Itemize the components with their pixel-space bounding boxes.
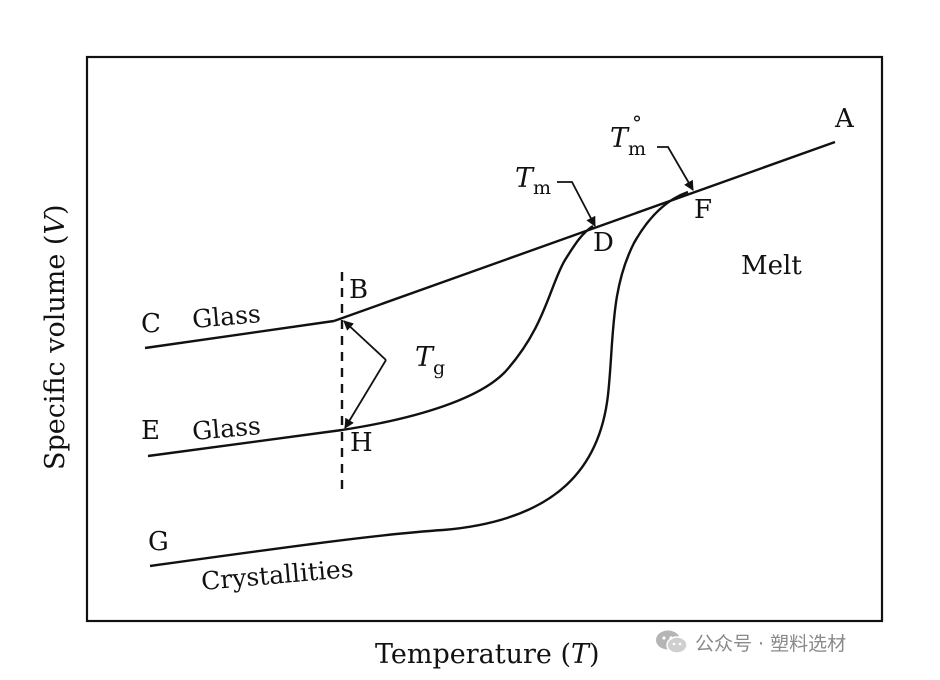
melt-label: Melt <box>741 251 802 281</box>
y-axis-label: Specific volume (V) <box>40 204 71 470</box>
point-e-label: E <box>141 416 160 446</box>
crystallities-label: Crystallities <box>200 554 355 596</box>
point-c-label: C <box>141 309 161 339</box>
h-to-d-curve <box>341 224 594 432</box>
plot-frame <box>85 55 884 623</box>
crystallization-curve <box>149 190 689 568</box>
tm-arrow <box>557 181 596 227</box>
point-f-label: F <box>694 195 712 225</box>
tg-label: Tg <box>415 342 445 379</box>
point-g-label: G <box>148 527 169 557</box>
tm0-arrow <box>657 146 694 191</box>
lower-glass-line <box>147 428 343 458</box>
tm0-degree: ° <box>632 111 642 135</box>
tm0-label: Tm <box>610 123 646 160</box>
watermark-text: 公众号 · 塑料选材 <box>695 632 847 655</box>
wechat-icon <box>656 630 688 654</box>
tg-arrow-to-b <box>343 320 387 361</box>
point-a-label: A <box>834 104 855 134</box>
glass-lower-label: Glass <box>191 411 262 446</box>
point-d-label: D <box>593 228 614 258</box>
tm-label: Tm <box>515 163 551 199</box>
glass-upper-label: Glass <box>191 299 262 334</box>
point-b-label: B <box>349 275 368 305</box>
point-h-label: H <box>350 428 373 458</box>
x-axis-label: Temperature (T) <box>375 639 600 670</box>
upper-glass-line <box>144 319 335 350</box>
tg-arrow-to-h <box>344 359 387 429</box>
watermark: 公众号 · 塑料选材 <box>655 628 846 656</box>
